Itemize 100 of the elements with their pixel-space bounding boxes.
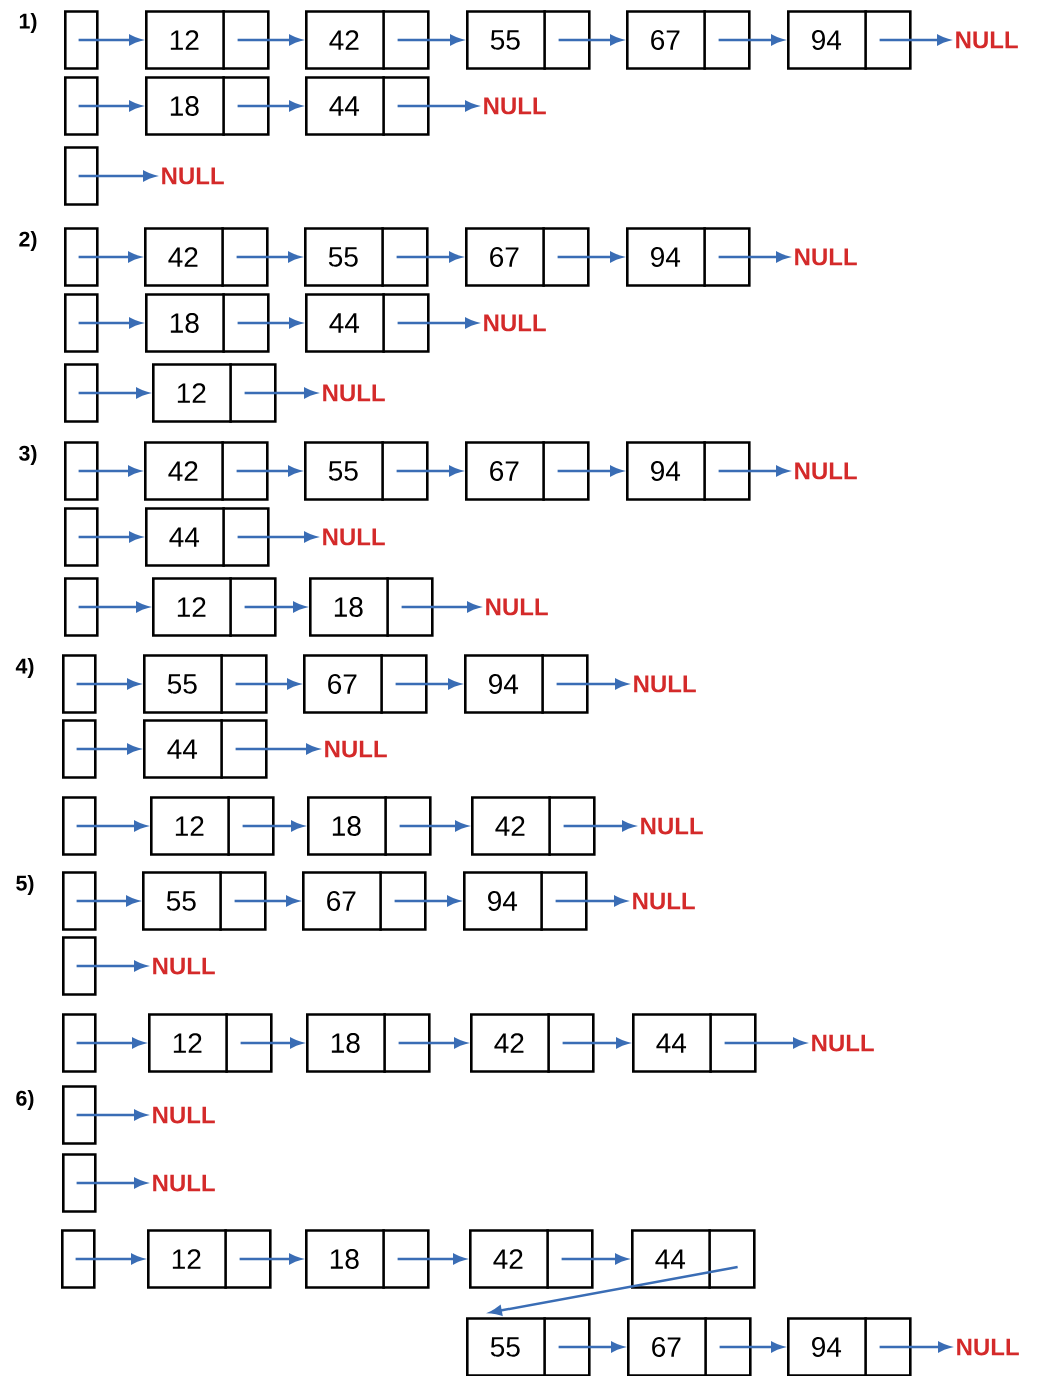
null-label: NULL [153,1174,215,1192]
list-node-box: 94 [463,871,588,931]
head-pointer-box [62,719,97,779]
arrow [396,465,462,477]
list-node-box: 55 [304,227,429,287]
arrow [397,100,478,112]
list-node-box: 44 [631,1229,756,1289]
arrow [239,1253,302,1265]
arrow [244,387,317,399]
list-node-box: 42 [144,441,269,501]
list-node-box: 44 [632,1013,757,1073]
head-pointer-box [64,507,99,567]
list-node-box: 12 [147,1229,272,1289]
head-pointer-box [64,441,99,501]
head-pointer-box [64,293,99,353]
arrow [237,100,302,112]
list-node-box: 44 [305,76,430,136]
arrow [76,1037,145,1049]
arrow [76,1177,147,1189]
null-label: NULL [484,314,546,332]
list-node-box: 44 [145,507,270,567]
arrow [879,1341,951,1353]
null-label: NULL [153,957,215,975]
head-pointer-box [62,1085,97,1145]
list-node-box: 67 [626,10,751,70]
arrow [397,1253,466,1265]
arrow [78,251,141,263]
arrow [78,317,142,329]
arrow [557,465,623,477]
head-pointer-box [64,146,99,206]
arrow [718,251,789,263]
head-pointer-box [61,1229,96,1289]
arrow [398,1037,467,1049]
null-label: NULL [641,817,703,835]
list-node-box: 44 [305,293,430,353]
list-node-box: 67 [303,654,428,714]
arrow [236,251,301,263]
list-node-box: 67 [302,871,427,931]
list-node-box: 94 [464,654,589,714]
arrow [76,895,139,907]
section-number: 5) [16,875,34,895]
list-node-box: 55 [304,441,429,501]
null-label: NULL [162,167,224,185]
list-node-box: 18 [305,1229,430,1289]
arrow [489,1265,738,1316]
section-number: 1) [19,13,37,33]
list-node-box: 94 [787,10,912,70]
list-node-box: 12 [152,363,277,423]
arrow [718,465,789,477]
section-number: 2) [19,231,37,251]
list-node-box: 67 [627,1317,752,1376]
arrow [78,170,156,182]
head-pointer-box [62,796,97,856]
list-node-box: 42 [305,10,430,70]
arrow [78,531,142,543]
arrow [76,743,140,755]
list-node-box: 55 [142,871,267,931]
null-label: NULL [323,384,385,402]
section-number: 3) [19,445,37,465]
null-label: NULL [956,31,1018,49]
head-pointer-box [64,363,99,423]
list-node-box: 55 [466,1317,591,1376]
arrow [562,1037,629,1049]
section-number: 6) [16,1090,34,1110]
arrow [397,317,478,329]
head-pointer-box [62,1013,97,1073]
null-label: NULL [323,528,385,546]
arrow [78,601,149,613]
arrow [78,100,142,112]
arrow [879,34,950,46]
list-node-box: 18 [309,577,434,637]
list-node-box: 12 [148,1013,273,1073]
null-label: NULL [957,1338,1019,1356]
arrow [396,251,462,263]
null-label: NULL [795,462,857,480]
arrow [237,531,317,543]
list-node-box: 42 [471,796,596,856]
arrow [401,601,480,613]
arrow [235,678,300,690]
null-label: NULL [812,1034,874,1052]
arrow [236,465,301,477]
null-label: NULL [153,1106,215,1124]
arrow [724,1037,806,1049]
list-node-box: 94 [787,1317,912,1376]
arrow [78,387,149,399]
list-node-box: 67 [465,227,590,287]
arrow [399,820,468,832]
head-pointer-box [62,871,97,931]
head-pointer-box [64,577,99,637]
arrow [78,465,141,477]
arrow [563,820,635,832]
arrow [237,34,302,46]
arrow [240,1037,303,1049]
list-node-box: 18 [307,796,432,856]
arrow [555,895,627,907]
arrow [78,34,142,46]
null-label: NULL [795,248,857,266]
arrow [718,34,784,46]
head-pointer-box [62,936,97,996]
arrow [76,1109,147,1121]
